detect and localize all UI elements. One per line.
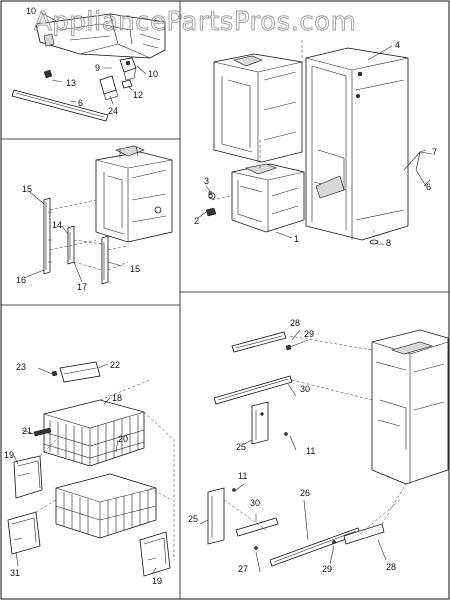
callout-11-bottom: 11 — [238, 471, 247, 481]
callout-29-bottom: 29 — [322, 564, 332, 574]
callout-6-harness: 6 — [426, 182, 431, 192]
panel-cabinet — [197, 40, 433, 245]
watermark: AppliancePartsPros.com — [34, 7, 356, 37]
callout-12: 12 — [133, 90, 143, 100]
panel-upper-housing — [23, 145, 173, 285]
callout-5: 5 — [208, 190, 213, 200]
callout-28-top: 28 — [290, 318, 300, 328]
callout-10-top: 10 — [26, 6, 36, 16]
callout-18: 18 — [112, 393, 122, 403]
callout-14: 14 — [52, 220, 62, 230]
callout-6-trim: 6 — [78, 98, 83, 108]
callout-28-bottom: 28 — [386, 562, 396, 572]
panel-drawer-slides — [199, 329, 449, 573]
callout-17: 17 — [77, 282, 87, 292]
callout-10-sensor: 10 — [148, 69, 158, 79]
callout-30-top: 30 — [300, 384, 310, 394]
panel-control-housing — [11, 11, 166, 122]
callout-25-top: 25 — [236, 442, 246, 452]
callout-29-top: 29 — [304, 329, 314, 339]
callout-13: 13 — [66, 78, 76, 88]
callout-26: 26 — [300, 488, 310, 498]
callout-24: 24 — [108, 106, 118, 116]
callout-21: 21 — [22, 426, 32, 436]
callout-1: 1 — [294, 234, 299, 244]
callout-11-top: 11 — [306, 446, 315, 456]
callout-22: 22 — [110, 360, 120, 370]
callout-8: 8 — [386, 238, 391, 248]
callout-20: 20 — [118, 434, 128, 444]
callout-7: 7 — [432, 147, 437, 157]
callout-3: 3 — [204, 176, 209, 186]
callout-15-right: 15 — [130, 264, 140, 274]
callout-16: 16 — [16, 275, 26, 285]
callout-31: 31 — [10, 568, 20, 578]
callout-4: 4 — [395, 40, 400, 50]
callout-30-bottom: 30 — [250, 498, 260, 508]
callout-25-bottom: 25 — [188, 514, 198, 524]
callout-15-left: 15 — [22, 184, 32, 194]
callout-27: 27 — [238, 564, 248, 574]
panel-baskets — [7, 361, 175, 577]
callout-19-left: 19 — [4, 450, 14, 460]
callout-9: 9 — [95, 63, 100, 73]
callout-19-right: 19 — [152, 576, 162, 586]
callout-2: 2 — [194, 216, 199, 226]
callout-23: 23 — [16, 362, 26, 372]
